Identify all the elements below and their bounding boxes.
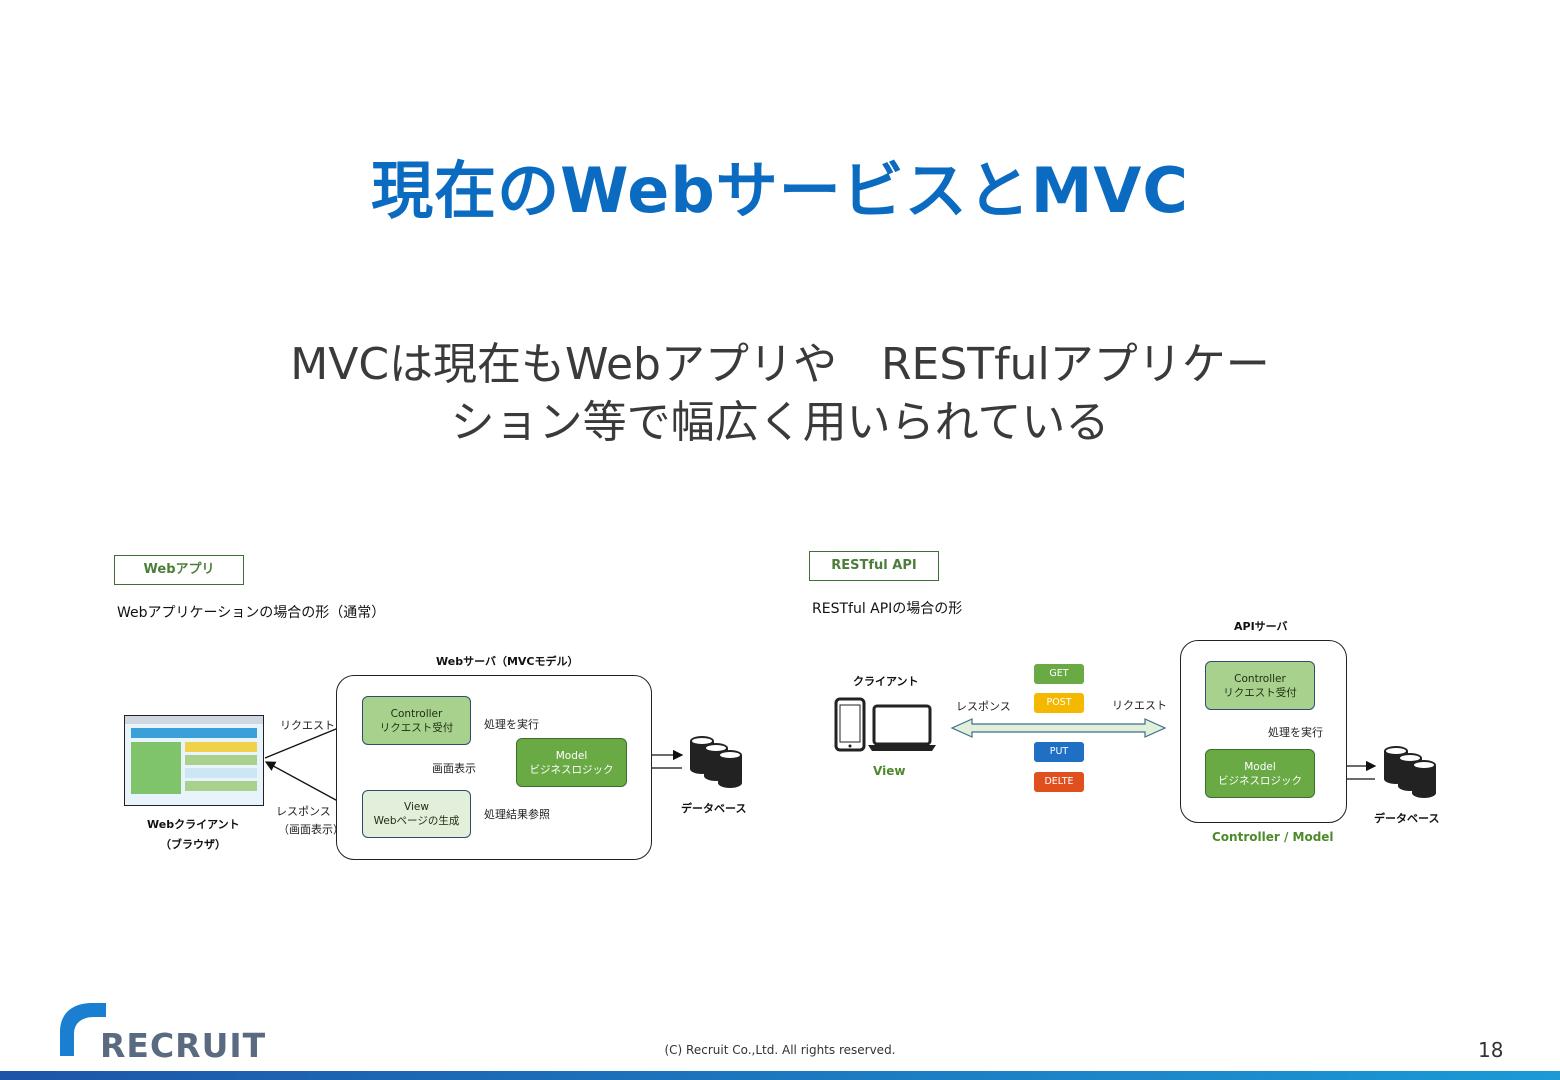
restful-model-sub: ビジネスロジック (1218, 774, 1302, 787)
webapp-caption: Webアプリケーションの場合の形（通常） (117, 605, 386, 621)
view-sub: Webページの生成 (373, 815, 460, 827)
database-icon (690, 736, 742, 788)
label-response-display: （画面表示） (278, 823, 344, 836)
model-sub: ビジネスロジック (529, 763, 614, 776)
label-refer: 処理結果参照 (484, 808, 550, 821)
double-arrow (950, 718, 1167, 738)
slide-title: 現在のWebサービスとMVC (371, 154, 1189, 227)
webapp-tag: Webアプリ (114, 555, 244, 585)
copyright: (C) Recruit Co.,Ltd. All rights reserved… (664, 1043, 896, 1057)
controller-sub: リクエスト受付 (379, 721, 454, 734)
model-title: Model (555, 749, 588, 762)
controller-title: Controller (390, 707, 443, 720)
webapp-controller-box: Controller リクエスト受付 (362, 696, 471, 745)
database-icon (1384, 746, 1436, 798)
restful-client-label: クライアント (853, 675, 919, 688)
label-display: 画面表示 (432, 762, 476, 775)
label-response-api: レスポンス (956, 700, 1011, 713)
method-put: PUT (1034, 742, 1084, 762)
restful-tag: RESTful API (809, 551, 939, 581)
restful-view-label: View (873, 764, 906, 778)
label-execute: 処理を実行 (484, 718, 539, 731)
webapp-model-box: Model ビジネスロジック (516, 738, 627, 787)
label-request-api: リクエスト (1112, 699, 1167, 712)
subtitle-line-2: ション等で幅広く用いられている (450, 397, 1110, 448)
device-icon (834, 697, 936, 752)
method-post: POST (1034, 693, 1084, 713)
recruit-logo-icon (60, 1003, 106, 1056)
restful-controller-box: Controller リクエスト受付 (1205, 661, 1315, 710)
restful-db-label: データベース (1374, 812, 1440, 825)
recruit-logo-text: RECRUIT (100, 1026, 267, 1065)
label-response: レスポンス (276, 805, 331, 818)
webapp-view-box: View Webページの生成 (362, 790, 471, 838)
browser-screenshot (124, 715, 264, 806)
restful-controller-title: Controller (1234, 672, 1286, 685)
page-number: 18 (1478, 1038, 1504, 1062)
restful-controller-sub: リクエスト受付 (1223, 686, 1297, 699)
footer-bar (0, 1071, 1560, 1080)
method-delete: DELTE (1034, 772, 1084, 792)
method-get: GET (1034, 664, 1084, 684)
restful-model-box: Model ビジネスロジック (1205, 749, 1315, 798)
view-title: View (404, 801, 429, 813)
webapp-server-label: Webサーバ（MVCモデル） (436, 655, 579, 668)
webapp-db-label: データベース (681, 802, 747, 815)
subtitle-line-1: MVCは現在もWebアプリや RESTfulアプリケー (290, 339, 1270, 390)
restful-server-caption: Controller / Model (1212, 830, 1334, 844)
webapp-client-label: Webクライアント (147, 818, 240, 831)
webapp-client-sublabel: （ブラウザ） (160, 838, 226, 851)
label-execute-api: 処理を実行 (1268, 726, 1323, 739)
restful-caption: RESTful APIの場合の形 (812, 601, 963, 617)
label-request: リクエスト (280, 719, 335, 732)
restful-server-label: APIサーバ (1234, 620, 1288, 633)
restful-model-title: Model (1244, 760, 1276, 773)
